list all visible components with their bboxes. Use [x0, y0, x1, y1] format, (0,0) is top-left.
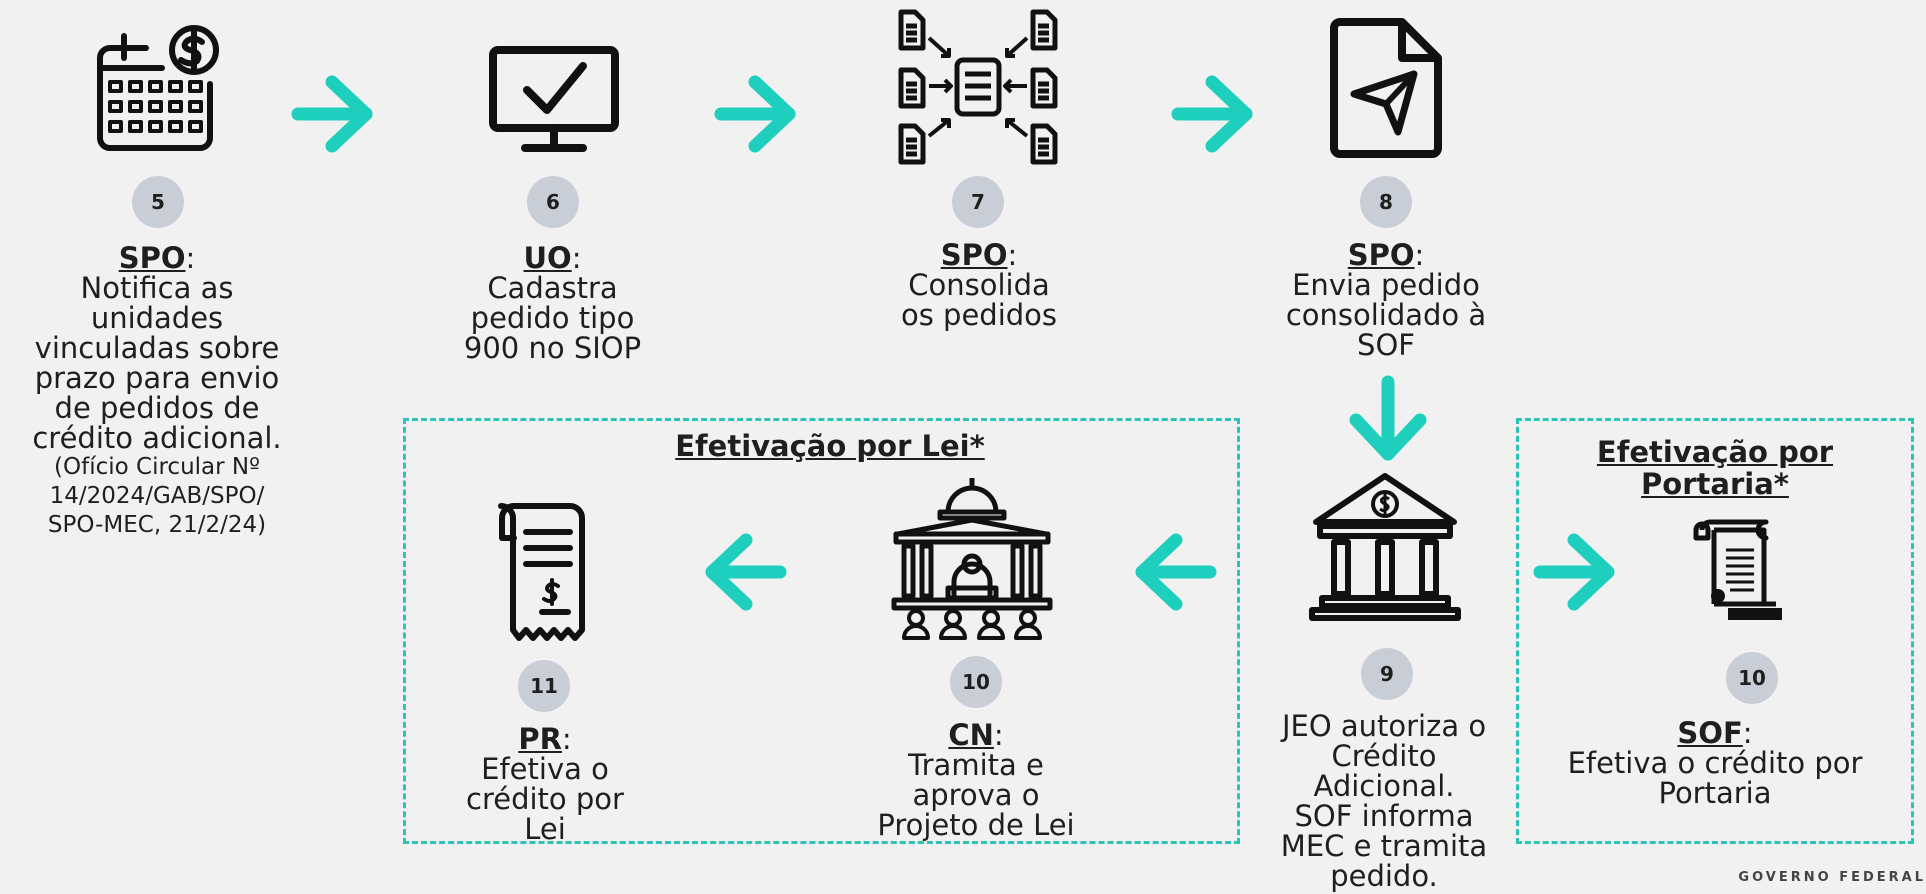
step-5-line: de pedidos de — [54, 391, 260, 425]
arrow-6-to-7 — [713, 72, 801, 156]
step-10-cn-text: CN: Tramita e aprova o Projeto de Lei — [836, 720, 1116, 840]
step-10-cn-heading: CN: — [836, 720, 1116, 750]
documents-consolidate-icon — [895, 8, 1061, 166]
step-7-actor: SPO — [940, 238, 1008, 272]
step-7-line: Consolida — [908, 268, 1050, 302]
step-10-cn-line: aprova o — [912, 778, 1040, 812]
step-10-cn-line: Projeto de Lei — [877, 808, 1075, 842]
step-11-line: Lei — [524, 812, 566, 846]
step-5-actor: SPO — [118, 241, 186, 275]
step-5-note: 14/2024/GAB/SPO/ — [49, 483, 265, 509]
step-8-line: consolidado à — [1285, 298, 1487, 332]
step-badge-6: 6 — [527, 176, 579, 228]
step-badge-11: 11 — [518, 660, 570, 712]
step-6-line: Cadastra — [487, 271, 618, 305]
step-10-portaria-sep: : — [1742, 716, 1753, 750]
step-10-portaria-heading: SOF: — [1530, 718, 1900, 748]
document-send-icon — [1330, 18, 1442, 158]
calendar-dollar-icon — [96, 22, 222, 154]
arrow-5-to-6 — [290, 72, 378, 156]
step-9-line: Crédito — [1331, 739, 1437, 773]
arrow-7-to-8 — [1170, 72, 1258, 156]
step-badge-5: 5 — [132, 176, 184, 228]
step-6-actor: UO — [523, 241, 572, 275]
step-7-heading: SPO: — [848, 240, 1110, 270]
step-badge-9: 9 — [1361, 648, 1413, 700]
step-10-portaria-line: Efetiva o crédito por — [1567, 746, 1863, 780]
step-9-line: pedido. — [1330, 859, 1438, 893]
arrow-8-to-9 — [1346, 374, 1430, 466]
step-5-line: unidades — [90, 301, 224, 335]
scroll-icon — [1692, 516, 1786, 624]
step-5-note: SPO-MEC, 21/2/24) — [47, 512, 267, 538]
efetivacao-lei-title: Efetivação por Lei* — [675, 429, 985, 463]
step-badge-10-portaria: 10 — [1726, 652, 1778, 704]
monitor-check-icon — [489, 46, 619, 154]
step-11-heading: PR: — [430, 724, 660, 754]
step-5-line: crédito adicional. — [32, 421, 282, 455]
step-8-heading: SPO: — [1240, 240, 1532, 270]
step-badge-8: 8 — [1360, 176, 1412, 228]
step-6-line: pedido tipo — [470, 301, 635, 335]
step-11-line: crédito por — [466, 782, 624, 816]
step-badge-7: 7 — [952, 176, 1004, 228]
step-8-text: SPO: Envia pedido consolidado à SOF — [1240, 240, 1532, 360]
step-9-line: JEO autoriza o — [1281, 709, 1487, 743]
step-10-cn-sep: : — [993, 718, 1004, 752]
step-5-heading: SPO: — [2, 243, 312, 273]
arrow-9-to-cn — [1130, 530, 1218, 614]
congress-icon — [890, 476, 1054, 640]
step-9-line: Adicional. — [1313, 769, 1455, 803]
step-11-actor: PR — [518, 722, 562, 756]
step-5-note: (Ofício Circular Nº — [54, 454, 260, 480]
step-5-line: Notifica as — [80, 271, 234, 305]
footer-logo-text: GOVERNO FEDERAL — [1738, 870, 1926, 885]
portaria-title-line-1: Efetivação por — [1596, 435, 1834, 469]
step-8-sep: : — [1414, 238, 1425, 272]
step-9-line: SOF informa — [1294, 799, 1474, 833]
step-5-sep: : — [185, 241, 196, 275]
step-9-line: MEC e tramita — [1280, 829, 1488, 863]
step-badge-10-cn: 10 — [950, 656, 1002, 708]
step-11-text: PR: Efetiva o crédito por Lei — [430, 724, 660, 844]
step-10-portaria-actor: SOF — [1677, 716, 1743, 750]
step-9-text: JEO autoriza o Crédito Adicional. SOF in… — [1244, 711, 1524, 891]
step-10-portaria-line: Portaria — [1658, 776, 1772, 810]
step-6-sep: : — [571, 241, 582, 275]
efetivacao-lei-box — [403, 418, 1240, 844]
bank-icon — [1308, 470, 1462, 622]
step-5-line: vinculadas sobre — [34, 331, 280, 365]
step-7-text: SPO: Consolida os pedidos — [848, 240, 1110, 330]
step-5-line: prazo para envio — [34, 361, 280, 395]
step-10-cn-actor: CN — [948, 718, 994, 752]
receipt-icon — [492, 498, 588, 646]
step-7-sep: : — [1007, 238, 1018, 272]
step-8-line: Envia pedido — [1292, 268, 1480, 302]
step-11-sep: : — [561, 722, 572, 756]
step-10-portaria-text: SOF: Efetiva o crédito por Portaria — [1530, 718, 1900, 808]
step-5-text: SPO: Notifica as unidades vinculadas sob… — [2, 243, 312, 540]
step-6-text: UO: Cadastra pedido tipo 900 no SIOP — [420, 243, 685, 363]
step-6-heading: UO: — [420, 243, 685, 273]
step-8-actor: SPO — [1347, 238, 1415, 272]
arrow-cn-to-pr — [700, 530, 788, 614]
arrow-9-to-portaria — [1532, 530, 1620, 614]
step-6-line: 900 no SIOP — [463, 331, 642, 365]
efetivacao-portaria-title: Efetivação por Portaria* — [1516, 436, 1914, 500]
step-10-cn-line: Tramita e — [908, 748, 1044, 782]
step-11-line: Efetiva o — [481, 752, 609, 786]
efetivacao-portaria-box — [1516, 418, 1914, 844]
portaria-title-line-2: Portaria* — [1641, 467, 1789, 501]
step-7-line: os pedidos — [900, 298, 1058, 332]
step-8-line: SOF — [1357, 328, 1415, 362]
